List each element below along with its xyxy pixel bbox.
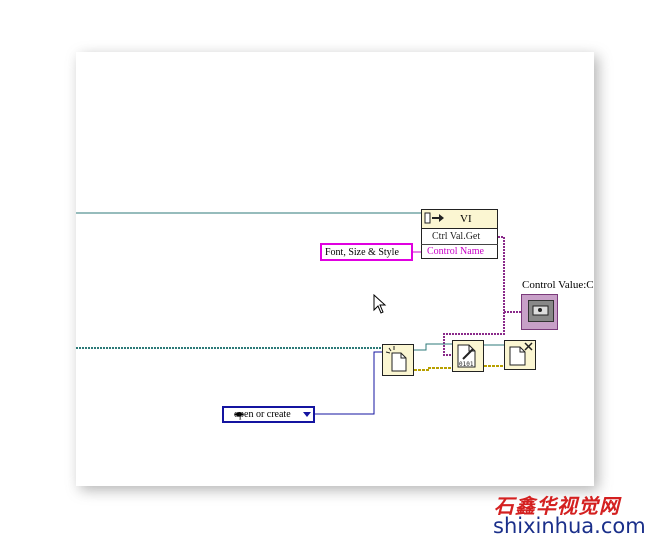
refnum-icon bbox=[424, 212, 444, 224]
refnum-wire-open-write bbox=[414, 343, 452, 351]
string-constant[interactable]: Font, Size & Style bbox=[320, 243, 413, 261]
property-node-class: VI bbox=[460, 213, 472, 225]
write-file-icon: 0101 bbox=[457, 344, 476, 368]
close-file-icon bbox=[509, 342, 533, 366]
enum-wire bbox=[315, 351, 382, 415]
dropdown-arrow-icon[interactable] bbox=[303, 412, 311, 417]
string-constant-text: Font, Size & Style bbox=[325, 247, 399, 258]
enum-increment-icon[interactable]: ◂▸ bbox=[234, 409, 245, 420]
watermark-chinese: 石鑫华视觉网 bbox=[494, 494, 620, 518]
property-ctrl-val-get[interactable]: Ctrl Val.Get bbox=[432, 231, 481, 242]
watermark-url: shixinhua.com bbox=[493, 514, 646, 538]
svg-text:0101: 0101 bbox=[459, 361, 474, 368]
open-create-file-node[interactable] bbox=[382, 344, 414, 376]
error-wire-1 bbox=[414, 367, 452, 371]
variant-wire bbox=[443, 236, 505, 356]
open-mode-enum-constant[interactable]: ◂▸ open or create bbox=[222, 406, 315, 423]
property-divider bbox=[421, 244, 498, 245]
enum-constant-text: open or create bbox=[234, 409, 291, 420]
property-control-name[interactable]: Control Name bbox=[427, 246, 484, 257]
close-file-node[interactable] bbox=[504, 340, 536, 370]
wires bbox=[76, 212, 521, 415]
property-node-header[interactable] bbox=[421, 209, 498, 229]
write-binary-file-node[interactable]: 0101 bbox=[452, 340, 484, 372]
indicator-label: Control Value:C bbox=[522, 279, 594, 291]
open-file-icon bbox=[385, 346, 407, 372]
block-diagram-canvas[interactable]: VI Ctrl Val.Get Control Name Font, Size … bbox=[76, 52, 594, 486]
variant-icon bbox=[528, 300, 554, 322]
mouse-cursor-icon bbox=[373, 294, 387, 314]
control-value-indicator[interactable] bbox=[521, 294, 558, 330]
